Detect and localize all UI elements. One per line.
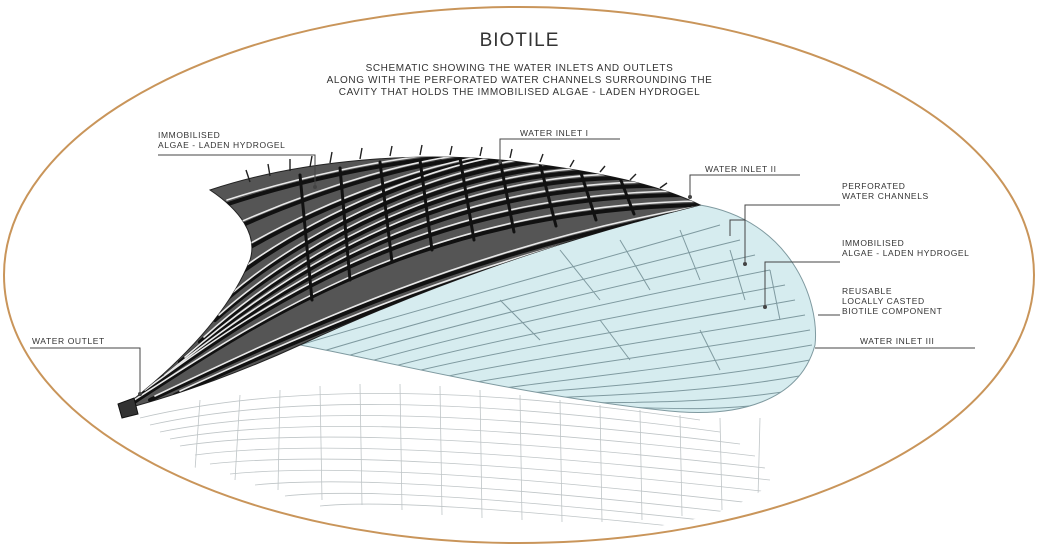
label-line: LOCALLY CASTED	[842, 296, 942, 306]
label-line: ALGAE - LADEN HYDROGEL	[842, 248, 970, 258]
subtitle-line: SCHEMATIC SHOWING THE WATER INLETS AND O…	[0, 63, 1039, 75]
subtitle-line: CAVITY THAT HOLDS THE IMMOBILISED ALGAE …	[0, 87, 1039, 99]
label-water-outlet: WATER OUTLET	[32, 336, 105, 346]
label-line: PERFORATED	[842, 181, 929, 191]
label-line: BIOTILE COMPONENT	[842, 306, 942, 316]
label-hydrogel-left: IMMOBILISED ALGAE - LADEN HYDROGEL	[158, 130, 286, 150]
label-water-inlet-3: WATER INLET III	[860, 336, 935, 346]
label-line: IMMOBILISED	[842, 238, 970, 248]
page-subtitle: SCHEMATIC SHOWING THE WATER INLETS AND O…	[0, 63, 1039, 99]
page-title: BIOTILE	[0, 30, 1039, 52]
label-biotile-component: REUSABLE LOCALLY CASTED BIOTILE COMPONEN…	[842, 286, 942, 316]
label-line: ALGAE - LADEN HYDROGEL	[158, 140, 286, 150]
label-line: WATER CHANNELS	[842, 191, 929, 201]
water-outlet-nozzle	[118, 398, 138, 418]
label-water-inlet-2: WATER INLET II	[705, 164, 777, 174]
label-line: REUSABLE	[842, 286, 942, 296]
label-water-inlet-1: WATER INLET I	[520, 128, 589, 138]
subtitle-line: ALONG WITH THE PERFORATED WATER CHANNELS…	[0, 75, 1039, 87]
label-hydrogel-right: IMMOBILISED ALGAE - LADEN HYDROGEL	[842, 238, 970, 258]
label-perforated-channels: PERFORATED WATER CHANNELS	[842, 181, 929, 201]
label-line: IMMOBILISED	[158, 130, 286, 140]
